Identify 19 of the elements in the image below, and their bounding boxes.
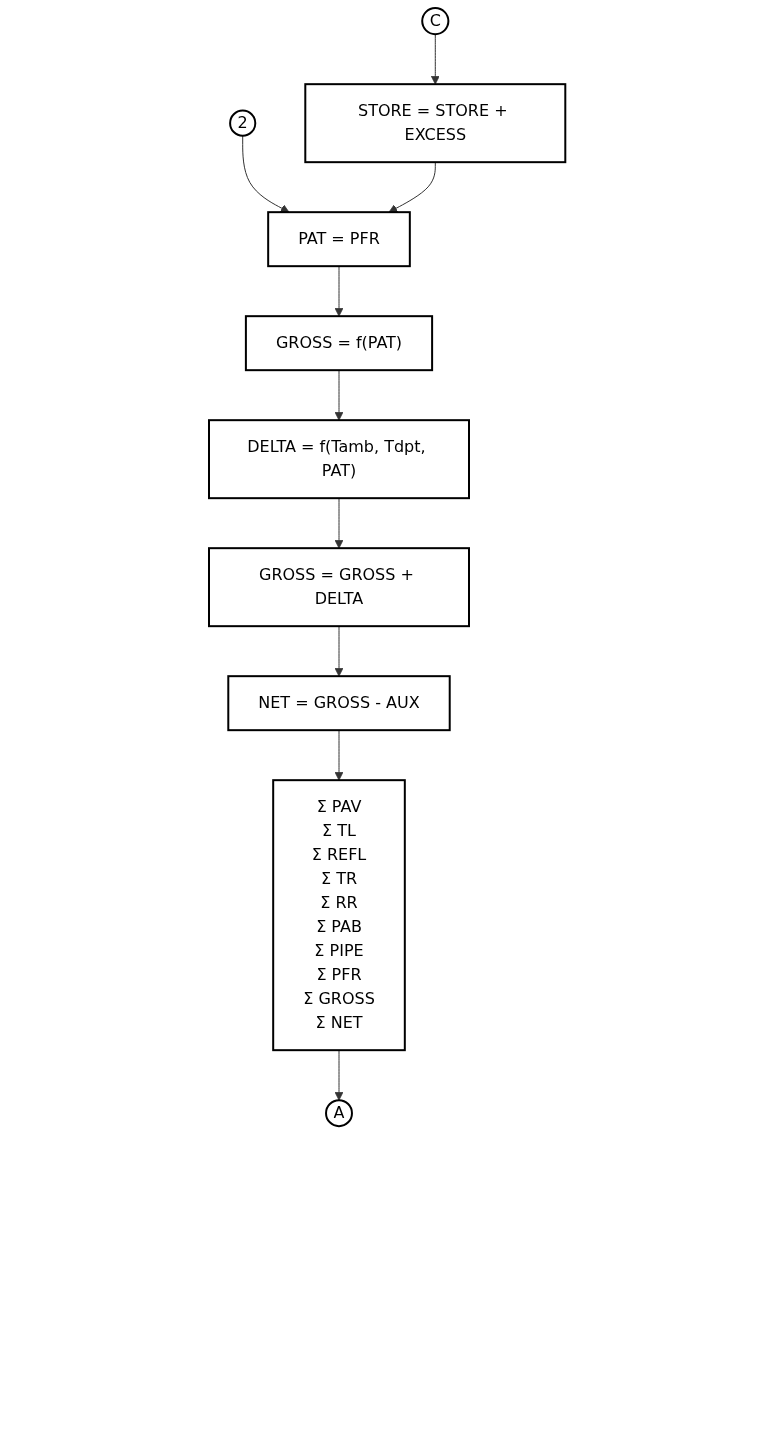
node-circle: A (325, 1099, 354, 1128)
node-box: GROSS = GROSS + DELTA (208, 547, 471, 628)
arrow (242, 135, 290, 213)
arrow (431, 33, 441, 85)
arrow (334, 1049, 344, 1101)
node-box: NET = GROSS - AUX (227, 675, 452, 732)
arrow (334, 729, 344, 781)
arrow (388, 161, 437, 213)
arrow (334, 265, 344, 317)
arrow (334, 497, 344, 549)
node-box: GROSS = f(PAT) (245, 315, 434, 372)
node-box: PAT = PFR (267, 211, 412, 268)
node-box: DELTA = f(Tamb, Tdpt, PAT) (208, 419, 471, 500)
arrow (334, 369, 344, 421)
node-circle: C (421, 7, 450, 36)
node-circle: 2 (229, 109, 257, 137)
arrow (334, 625, 344, 677)
node-box: Σ PAV Σ TL Σ REFL Σ TR Σ RR Σ PAB Σ PIPE Σ PFR Σ GROSS Σ NET (272, 779, 407, 1052)
node-box: STORE = STORE + EXCESS (304, 83, 567, 164)
